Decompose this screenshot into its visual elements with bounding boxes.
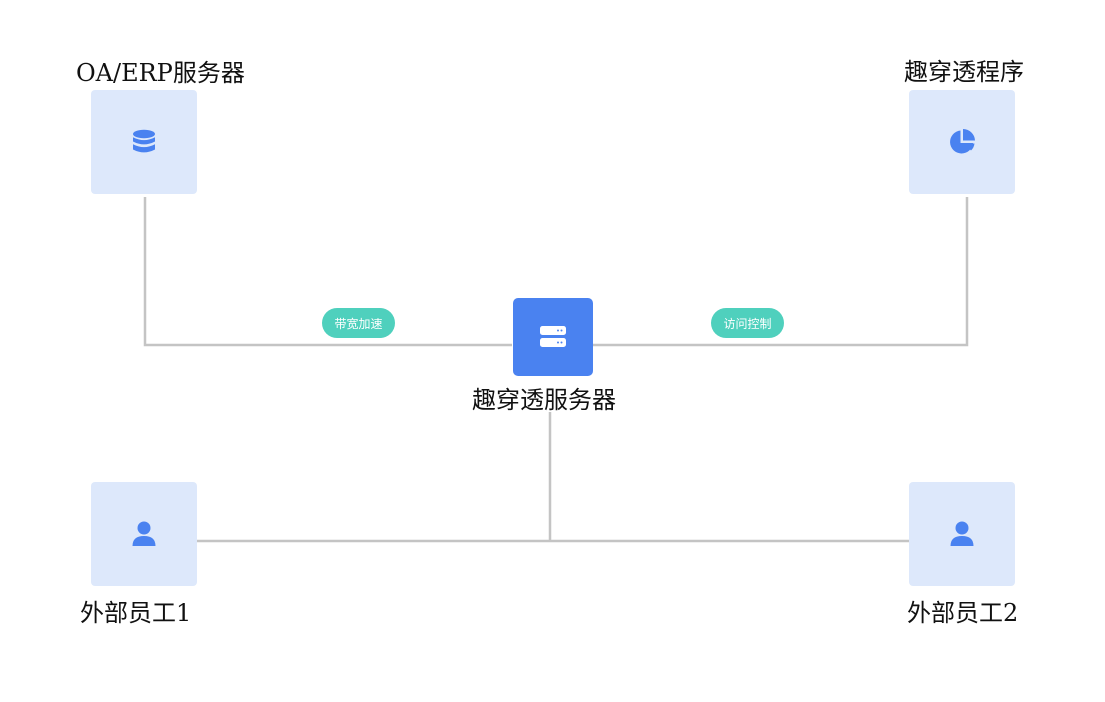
user-icon <box>950 521 974 547</box>
node-label-server: 趣穿透服务器 <box>472 386 616 414</box>
edge-label-access: 访问控制 <box>711 308 784 338</box>
node-label-employee-2: 外部员工2 <box>907 599 1019 627</box>
link-oa-server <box>143 197 512 347</box>
edge-label-bandwidth: 带宽加速 <box>322 308 395 338</box>
database-icon <box>132 129 156 155</box>
user-icon <box>132 521 156 547</box>
server-icon <box>540 325 566 349</box>
pie-chart-icon <box>948 128 976 156</box>
node-oa-erp[interactable] <box>91 90 197 194</box>
node-label-program: 趣穿透程序 <box>904 58 1024 86</box>
node-server[interactable] <box>513 298 593 376</box>
node-employee-2[interactable] <box>909 482 1015 586</box>
node-program[interactable] <box>909 90 1015 194</box>
link-program-server <box>593 197 969 347</box>
node-employee-1[interactable] <box>91 482 197 586</box>
node-label-employee-1: 外部员工1 <box>80 599 192 627</box>
node-label-oa-erp: OA/ERP服务器 <box>76 59 245 87</box>
